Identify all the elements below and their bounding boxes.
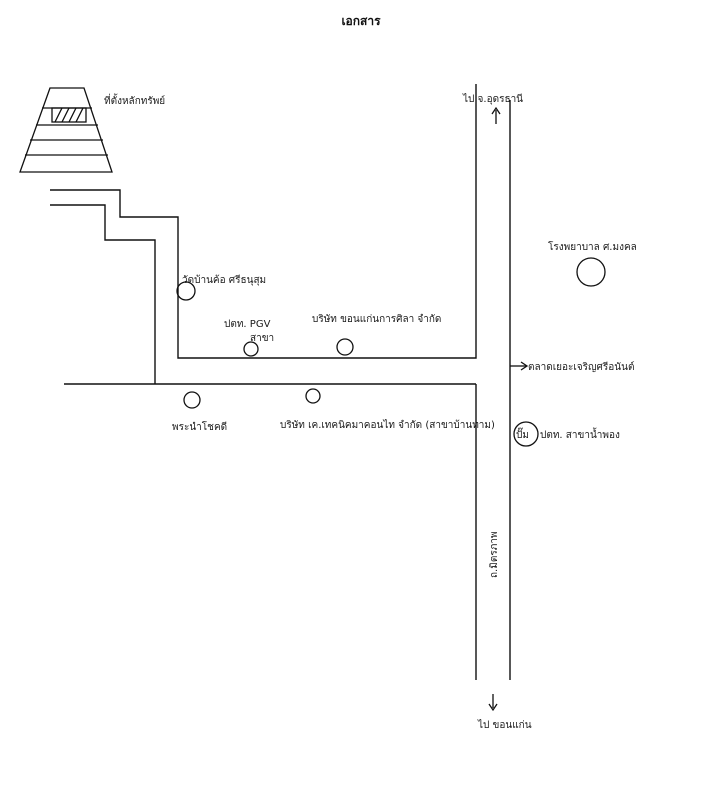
ptt-2-marker-icon: [513, 421, 539, 447]
north-arrow-icon: [491, 106, 501, 124]
ptt-2-badge: ปั๊ม: [516, 427, 529, 441]
ptt-pgv-marker-icon: [243, 341, 259, 357]
wat-marker-icon: [176, 281, 196, 301]
document-title: เอกสาร: [341, 14, 381, 28]
company-1-label: บริษัท ขอนแก่นการศิลา จำกัด: [312, 314, 441, 325]
wat-2-label: พระนำโชคดี: [172, 420, 227, 433]
ptt-pgv-branch-label: สาขา: [250, 333, 274, 344]
ptt-pgv-label: ปตท. PGV: [224, 319, 271, 330]
company-1-marker-icon: [336, 338, 354, 356]
access-lane: [50, 84, 477, 384]
market-arrow-icon: [510, 361, 529, 371]
hospital-marker-icon: [576, 257, 606, 287]
south-arrow-icon: [488, 694, 498, 712]
wat-2-marker-icon: [183, 391, 201, 409]
to-south-label: ไป ขอนแก่น: [477, 719, 532, 731]
site-label: ที่ตั้งหลักทรัพย์: [104, 93, 165, 107]
main-roads: [64, 100, 511, 680]
company-2-marker-icon: [305, 388, 321, 404]
site-marker-icon: [19, 87, 113, 173]
road-name-label: ถ.มิตรภาพ: [489, 532, 500, 579]
wat-label: วัดบ้านค้อ ศรีธนุสุม: [182, 274, 266, 286]
ptt-2-label: ปตท. สาขาน้ำพอง: [540, 427, 620, 441]
hospital-label: โรงพยาบาล ศ.มงคล: [548, 240, 637, 253]
market-label: ตลาดเยอะเจริญศรีอนันต์: [528, 361, 634, 373]
to-north-label: ไป จ.อุดรธานี: [462, 93, 523, 105]
company-2-label: บริษัท เค.เทคนิคมาคอนไท จำกัด (สาขาบ้านท…: [280, 419, 495, 431]
